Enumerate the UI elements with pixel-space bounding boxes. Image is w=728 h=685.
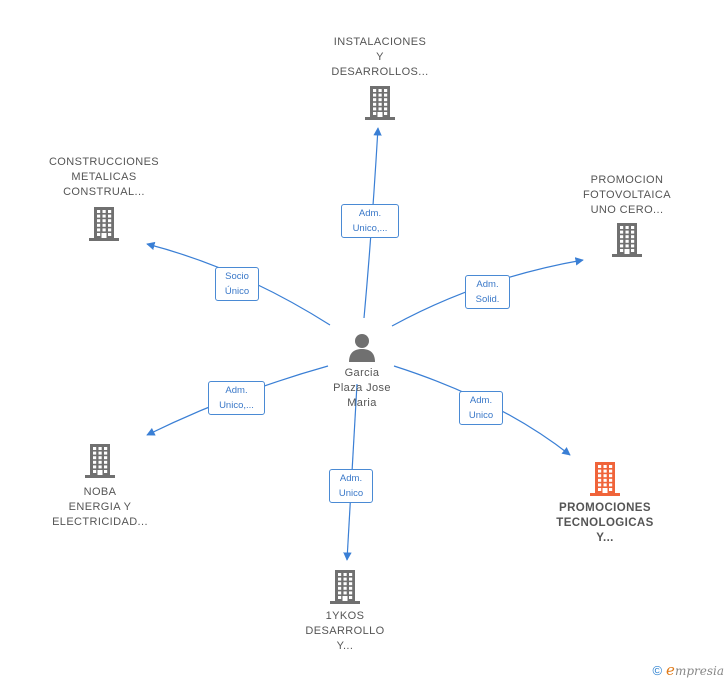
relation-label-noba[interactable]: Adm. Unico,... bbox=[208, 381, 265, 415]
company-name-line: Y bbox=[376, 51, 384, 63]
company-name-line: 1YKOS bbox=[325, 610, 365, 622]
company-name-line: ENERGIA Y bbox=[68, 501, 132, 513]
building-icon bbox=[330, 570, 360, 604]
person-name-line: Maria bbox=[347, 397, 377, 409]
company-node-1ykos[interactable]: 1YKOS DESARROLLO Y... bbox=[275, 570, 415, 654]
relation-label-line: Unico bbox=[468, 410, 494, 421]
relation-label-instalaciones[interactable]: Adm. Unico,... bbox=[341, 204, 399, 238]
company-name: PROMOCIONES TECNOLOGICAS Y... bbox=[556, 501, 653, 546]
copyright-symbol: © bbox=[652, 662, 663, 678]
relation-label-promociones-tecnologicas[interactable]: Adm. Unico bbox=[459, 391, 503, 425]
building-icon bbox=[612, 223, 642, 257]
empresia-logo[interactable]: empresia bbox=[666, 661, 724, 679]
company-name-line: METALICAS bbox=[71, 171, 137, 183]
company-name-line: FOTOVOLTAICA bbox=[583, 189, 671, 201]
relation-label-line: Socio bbox=[225, 271, 249, 282]
company-name: CONSTRUCCIONES METALICAS CONSTRUAL... bbox=[49, 155, 159, 200]
company-name-line: CONSTRUCCIONES bbox=[48, 156, 160, 168]
company-name-line: CONSTRUAL... bbox=[63, 186, 145, 198]
company-name: INSTALACIONES Y DESARROLLOS... bbox=[331, 35, 428, 80]
company-name: NOBA ENERGIA Y ELECTRICIDAD... bbox=[52, 485, 148, 530]
copyright-notice: © empresia bbox=[652, 661, 724, 679]
company-name: 1YKOS DESARROLLO Y... bbox=[305, 609, 384, 654]
company-name-line: TECNOLOGICAS bbox=[556, 517, 654, 529]
relation-label-promocion-fotovoltaica[interactable]: Adm. Solid. bbox=[465, 275, 510, 309]
company-name-line: NOBA bbox=[83, 486, 117, 498]
company-name-line: DESARROLLO bbox=[305, 625, 385, 637]
company-name-line: DESARROLLOS... bbox=[331, 66, 429, 78]
person-name-line: Garcia bbox=[344, 367, 380, 379]
company-name-line: PROMOCION bbox=[590, 174, 664, 186]
company-name-line: INSTALACIONES bbox=[333, 36, 427, 48]
person-icon bbox=[349, 334, 375, 362]
relation-label-line: Unico,... bbox=[352, 223, 388, 234]
relation-label-line: Solid. bbox=[475, 294, 500, 305]
company-node-construcciones[interactable]: CONSTRUCCIONES METALICAS CONSTRUAL... bbox=[34, 155, 174, 241]
relation-label-1ykos[interactable]: Adm. Unico bbox=[329, 469, 373, 503]
company-name-line: UNO CERO... bbox=[590, 204, 664, 216]
company-name-line: Y... bbox=[336, 640, 354, 652]
relation-label-line: Adm. bbox=[358, 208, 382, 219]
company-name-line: ELECTRICIDAD... bbox=[52, 516, 148, 528]
company-node-noba[interactable]: NOBA ENERGIA Y ELECTRICIDAD... bbox=[30, 444, 170, 530]
relation-label-line: Unico bbox=[338, 488, 364, 499]
company-node-promocion-fotovoltaica[interactable]: PROMOCION FOTOVOLTAICA UNO CERO... bbox=[557, 173, 697, 257]
company-node-instalaciones[interactable]: INSTALACIONES Y DESARROLLOS... bbox=[310, 35, 450, 120]
relation-label-line: Adm. bbox=[339, 473, 363, 484]
relation-label-line: Único bbox=[224, 286, 250, 297]
relation-label-line: Adm. bbox=[476, 279, 499, 290]
building-icon bbox=[590, 462, 620, 496]
company-name: PROMOCION FOTOVOLTAICA UNO CERO... bbox=[583, 173, 671, 218]
relation-label-line: Adm. bbox=[469, 395, 493, 406]
person-name-line: Plaza Jose bbox=[333, 382, 391, 394]
company-name-line: Y... bbox=[596, 532, 614, 544]
company-node-promociones-tecnologicas[interactable]: PROMOCIONES TECNOLOGICAS Y... bbox=[535, 462, 675, 546]
relation-label-line: Unico,... bbox=[219, 400, 254, 411]
building-icon bbox=[89, 207, 119, 241]
company-name-line: PROMOCIONES bbox=[559, 502, 651, 514]
relation-label-line: Adm. bbox=[225, 385, 248, 396]
building-icon bbox=[365, 86, 395, 120]
building-icon bbox=[85, 444, 115, 478]
